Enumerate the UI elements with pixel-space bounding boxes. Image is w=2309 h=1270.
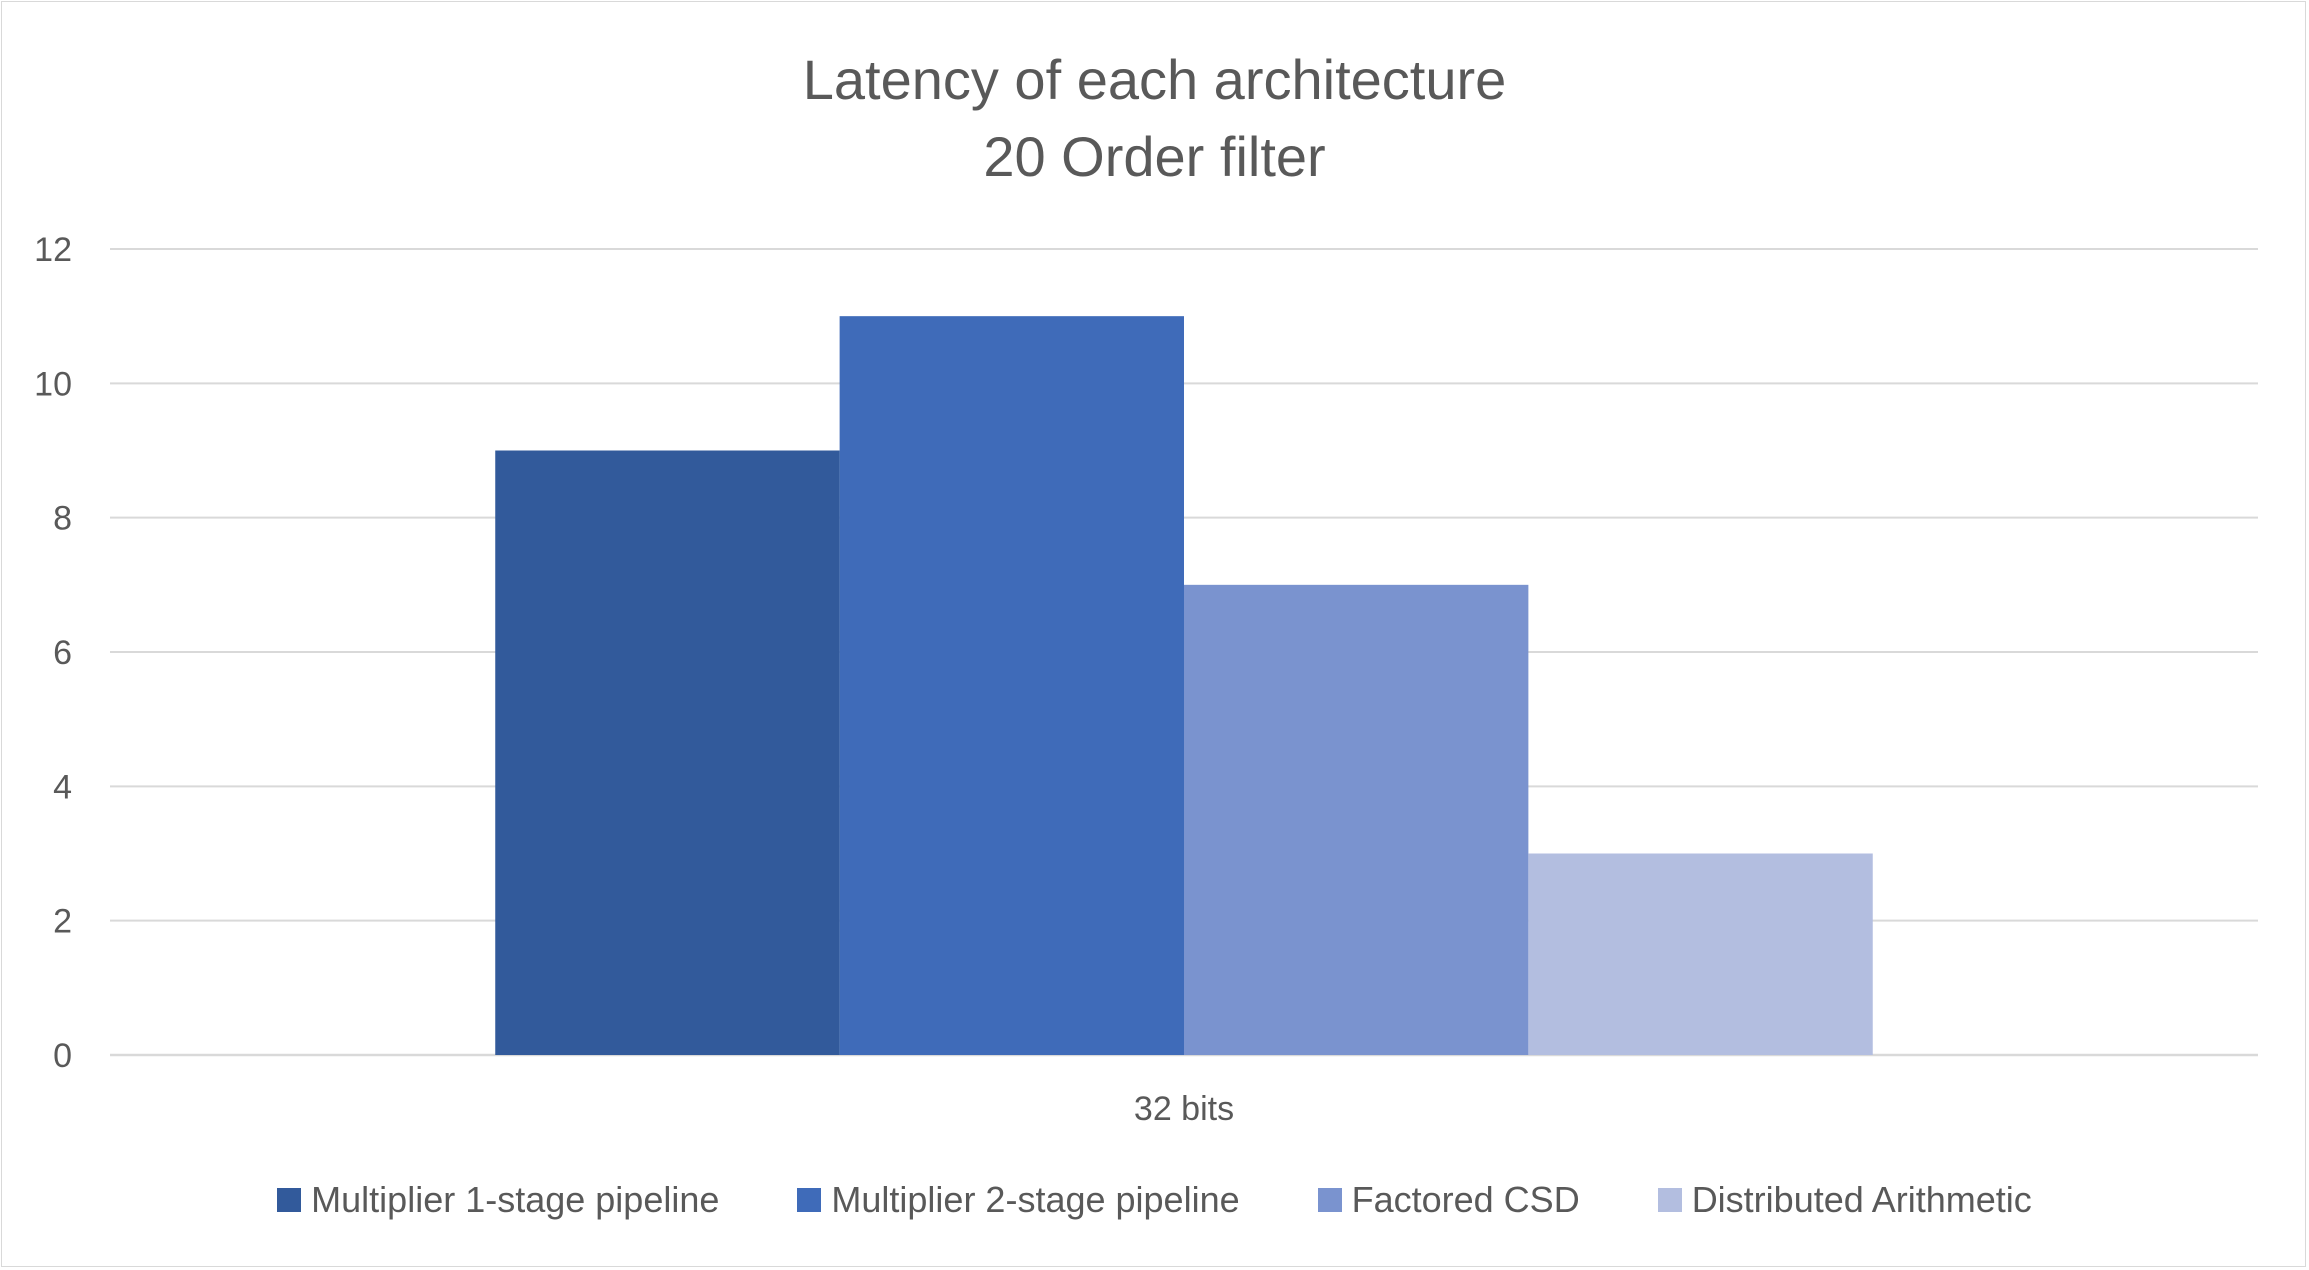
y-tick-label: 0: [53, 1037, 72, 1075]
legend-item-series-1: Multiplier 1-stage pipeline: [277, 1179, 719, 1221]
y-tick-label: 10: [34, 365, 72, 403]
legend-label: Distributed Arithmetic: [1691, 1179, 2032, 1220]
chart-legend: Multiplier 1-stage pipeline Multiplier 2-…: [0, 1175, 2309, 1225]
legend-label: Multiplier 1-stage pipeline: [311, 1179, 720, 1220]
legend-swatch: [277, 1188, 302, 1212]
y-tick-label: 4: [53, 768, 72, 806]
bar-series-2: [839, 316, 1184, 1056]
legend-swatch: [1317, 1188, 1342, 1212]
legend-item-series-4: Distributed Arithmetic: [1657, 1179, 2032, 1221]
y-tick-label: 6: [53, 634, 72, 672]
legend-swatch: [797, 1188, 822, 1212]
chart-title-line-2: 20 Order filter: [983, 125, 1326, 188]
y-axis-ticks: 0 2 4 6 8 10 12: [34, 231, 72, 1075]
y-tick-label: 12: [34, 231, 72, 269]
legend-label: Multiplier 2-stage pipeline: [831, 1179, 1240, 1220]
y-tick-label: 8: [53, 500, 72, 538]
bar-series-4: [1528, 853, 1873, 1055]
legend-item-series-2: Multiplier 2-stage pipeline: [797, 1179, 1240, 1221]
legend-item-series-3: Factored CSD: [1317, 1179, 1580, 1221]
chart-title-line-1: Latency of each architecture: [802, 48, 1507, 111]
legend-label: Factored CSD: [1351, 1179, 1580, 1220]
x-tick-label: 32 bits: [1134, 1090, 1234, 1128]
bar-series-1: [495, 450, 840, 1055]
bar-series-3: [1184, 584, 1529, 1055]
y-tick-label: 2: [53, 903, 72, 941]
legend-swatch: [1657, 1188, 1682, 1212]
x-axis-ticks: 32 bits: [1134, 1090, 1234, 1128]
bars: [495, 316, 1873, 1056]
